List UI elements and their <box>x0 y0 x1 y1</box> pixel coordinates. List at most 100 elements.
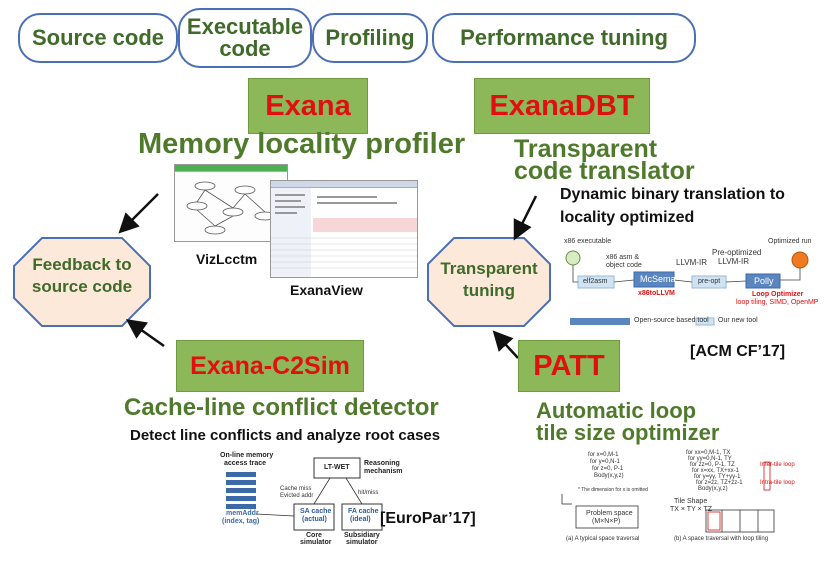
sa-cache-label2: (actual) <box>302 516 327 523</box>
fa-cache-label1: FA cache <box>348 508 379 515</box>
c2sim-subtitle: Cache-line conflict detector <box>124 394 439 421</box>
trace-label1: On-line memory <box>220 452 274 459</box>
code-b-line5: for y=yy, TY+yy-1 <box>694 474 741 480</box>
code-b-line3: for zz=0, P-1, TZ <box>690 462 735 468</box>
c2sim-title-box: Exana-C2Sim <box>176 340 364 392</box>
c2sim-graphics <box>226 457 383 531</box>
patt-subtitle-line1: Automatic loop <box>536 398 697 423</box>
caption-a: (a) A typical space traversal <box>566 536 640 542</box>
core-sim-label2: simulator <box>300 539 332 546</box>
tab-performance-tuning-label: Performance tuning <box>460 25 668 50</box>
preopt-ir-label1: Pre-optimized <box>712 248 762 257</box>
exana-title-box: Exana <box>248 78 368 134</box>
arrow-patt-to-tuning <box>492 330 519 359</box>
reasoning-label1: Reasoning <box>364 460 400 467</box>
patt-title-box: PATT <box>518 340 620 392</box>
preopt-ir-label2: LLVM-IR <box>718 257 749 266</box>
transparent-tuning-octagon <box>427 237 551 327</box>
exanadbt-desc-line1: Dynamic binary translation to <box>560 186 785 203</box>
tile-shape-label2: TX × TY × TZ <box>670 506 713 513</box>
exanaview-table-image <box>271 188 417 277</box>
c2sim-desc: Detect line conflicts and analyze root c… <box>130 427 441 444</box>
feedback-octagon <box>13 237 151 327</box>
legend-open-source: Open-source based tool <box>634 317 709 324</box>
exanadbt-pipeline-diagram: x86 executable x86 asm & object code LLV… <box>564 234 818 330</box>
sa-cache-label1: SA cache <box>300 508 332 515</box>
x86tollvm-label: x86toLLVM <box>638 290 675 297</box>
tab-executable-code: Executable code <box>178 8 312 68</box>
ltwet-label: LT-WET <box>324 464 350 471</box>
vizlcctm-label: VizLcctm <box>196 251 258 267</box>
tab-source-code-label: Source code <box>31 25 165 50</box>
code-a-line2: for y=0,N-1 <box>590 459 620 465</box>
code-b-line1: for xx=0,M-1, TX <box>686 450 731 456</box>
code-b-line2: for yy=0,N-1, TY <box>688 456 732 462</box>
code-b-line4: for x=xx, TX+xx-1 <box>692 468 739 474</box>
memaddr-label1: memAddr <box>226 510 259 517</box>
feedback-line1: Feedback to <box>32 255 132 274</box>
elf2asm-label: elf2asm <box>583 278 608 285</box>
exanadbt-subtitle-line2: code translator <box>514 157 695 185</box>
exanadbt-desc-line2: locality optimized <box>560 209 695 226</box>
code-a-line3: for z=0, P-1 <box>592 466 624 472</box>
patt-diagram: for x=0,M-1 for y=0,N-1 for z=0, P-1 Bod… <box>556 450 802 550</box>
transparent-tuning-line1: Transparent <box>440 259 538 278</box>
tab-profiling: Profiling <box>312 13 428 63</box>
code-a-line4: Body(x,y,z) <box>594 473 624 479</box>
c2sim-title: Exana-C2Sim <box>190 351 350 380</box>
legend-new-tool: Our new tool <box>718 317 758 324</box>
hit-miss-label: hit/miss <box>358 490 379 496</box>
arrow-c2sim-to-feedback <box>125 319 165 348</box>
tab-source-code: Source code <box>18 13 178 63</box>
x86-asm-label: x86 asm & <box>606 254 640 261</box>
transparent-tuning-line2: tuning <box>463 281 515 301</box>
vizlcctm-screenshot <box>174 164 288 242</box>
core-sim-label1: Core <box>306 532 322 539</box>
inter-tile-label: Inter-tile loop <box>760 462 795 468</box>
sub-sim-label1: Subsidiary <box>344 532 380 539</box>
code-b-line7: Body(x,y,z) <box>698 486 728 492</box>
c2sim-diagram: On-line memory access trace memAddr (ind… <box>220 450 403 548</box>
arrow-dbt-to-tuning <box>513 195 538 241</box>
tab-performance-tuning: Performance tuning <box>432 13 696 63</box>
loop-features-label: loop tiling, SIMD, OpenMP <box>736 299 819 306</box>
problem-space-label2: (M×N×P) <box>592 518 621 525</box>
caption-b: (b) A space traversal with loop tiling <box>674 536 769 542</box>
exanadbt-title-box: ExanaDBT <box>474 78 650 134</box>
feedback-text: Feedback to source code <box>12 254 152 298</box>
exanadbt-title: ExanaDBT <box>489 89 635 122</box>
patt-graphics <box>561 461 775 533</box>
exana-title: Exana <box>265 89 351 122</box>
pipeline-graphics <box>565 250 809 326</box>
x86-executable-label: x86 executable <box>564 238 612 245</box>
c2sim-citation: [EuroPar’17] <box>380 510 476 527</box>
polly-label: Polly <box>754 276 774 286</box>
exana-subtitle: Memory locality profiler <box>138 128 466 160</box>
intra-tile-label: Intra-tile loop <box>760 480 795 486</box>
tab-executable-code-label: Executable code <box>186 14 304 61</box>
omitted-note: * The dimension for x is omitted <box>578 487 648 493</box>
arrow-exana-to-feedback <box>118 193 159 234</box>
pre-opt-label: pre-opt <box>698 278 721 285</box>
patt-subtitle-line2: tile size optimizer <box>536 420 720 445</box>
transparent-tuning-text: Transparent tuning <box>426 258 552 302</box>
trace-label2: access trace <box>224 460 267 467</box>
sub-sim-label2: simulator <box>346 539 378 546</box>
llvm-ir-label: LLVM-IR <box>676 258 707 267</box>
exanaview-label: ExanaView <box>290 282 363 298</box>
feedback-line2: source code <box>31 277 133 297</box>
loop-optimizer-label: Loop Optimizer <box>752 291 804 298</box>
cache-miss-label2: Evicted addr <box>280 493 314 499</box>
patt-title: PATT <box>533 349 605 382</box>
memaddr-label2: (index, tag) <box>222 518 260 525</box>
code-a-line1: for x=0,M-1 <box>588 452 619 458</box>
problem-space-label1: Problem space <box>586 510 633 517</box>
tile-shape-label1: Tile Shape <box>674 498 708 505</box>
optimized-run-label: Optimized run <box>768 238 812 245</box>
tab-profiling-label: Profiling <box>325 25 415 50</box>
exanaview-screenshot <box>270 180 418 278</box>
code-b-line6: for z=zz, TZ+zz-1 <box>696 480 743 486</box>
exanadbt-citation: [ACM CF’17] <box>690 343 786 360</box>
reasoning-label2: mechanism <box>364 468 403 475</box>
